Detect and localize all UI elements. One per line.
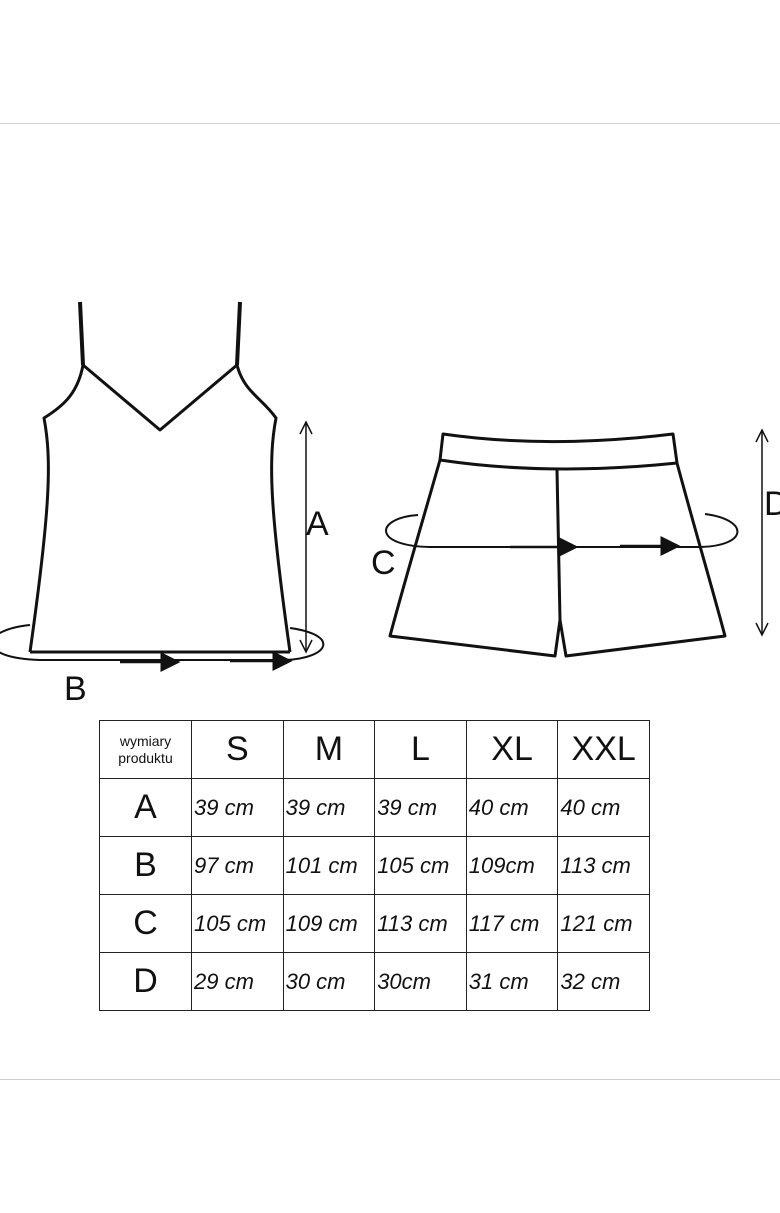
table-cell: 39 cm [374, 778, 467, 837]
table-cell: 105 cm [374, 836, 467, 895]
bottom-divider [0, 1079, 780, 1080]
measure-a [299, 420, 313, 654]
table-cell: 39 cm [191, 778, 284, 837]
table-cell: 40 cm [465, 778, 559, 837]
corner-line2: produktu [118, 749, 173, 766]
row-label: A [99, 778, 192, 837]
table-cell: 109cm [465, 836, 559, 895]
table-cell: 40 cm [557, 778, 650, 837]
table-row: B 97 cm 101 cm 105 cm 109cm 113 cm [99, 836, 650, 895]
top-divider [0, 123, 780, 124]
row-label: B [99, 836, 192, 895]
table-cell: 31 cm [465, 952, 559, 1011]
table-cell: 30 cm [282, 952, 376, 1011]
camisole-outline [28, 301, 292, 654]
size-header-s: S [191, 720, 284, 779]
table-cell: 101 cm [282, 836, 376, 895]
size-table: wymiary produktu S M L XL XXL A 39 cm 39… [99, 720, 650, 1011]
row-label: C [99, 894, 192, 953]
table-cell: 121 cm [557, 894, 650, 953]
label-b: B [64, 670, 87, 708]
label-d: D [764, 485, 780, 523]
row-label: D [99, 952, 192, 1011]
table-cell: 109 cm [282, 894, 376, 953]
size-header-xl: XL [465, 720, 559, 779]
table-cell: 113 cm [374, 894, 467, 953]
size-header-m: M [282, 720, 376, 779]
corner-line1: wymiary [119, 732, 172, 749]
table-row: D 29 cm 30 cm 30cm 31 cm 32 cm [99, 952, 650, 1011]
table-cell: 32 cm [557, 952, 650, 1011]
size-header-row: wymiary produktu S M L XL XXL [99, 720, 650, 779]
table-cell: 30cm [374, 952, 467, 1011]
corner-header: wymiary produktu [99, 720, 192, 779]
table-row: A 39 cm 39 cm 39 cm 40 cm 40 cm [99, 778, 650, 837]
table-row: C 105 cm 109 cm 113 cm 117 cm 121 cm [99, 894, 650, 953]
table-cell: 117 cm [465, 894, 559, 953]
table-cell: 29 cm [191, 952, 284, 1011]
table-cell: 39 cm [282, 778, 376, 837]
table-cell: 97 cm [191, 836, 284, 895]
garment-svg [0, 301, 769, 672]
label-a: A [306, 505, 329, 543]
table-cell: 113 cm [557, 836, 650, 895]
size-header-l: L [374, 720, 467, 779]
size-header-xxl: XXL [557, 720, 650, 779]
label-c: C [371, 544, 396, 582]
garment-diagram: A B C D [0, 280, 780, 710]
measure-c [385, 513, 739, 557]
table-cell: 105 cm [191, 894, 284, 953]
measure-b [0, 624, 325, 672]
measure-d [755, 428, 769, 637]
